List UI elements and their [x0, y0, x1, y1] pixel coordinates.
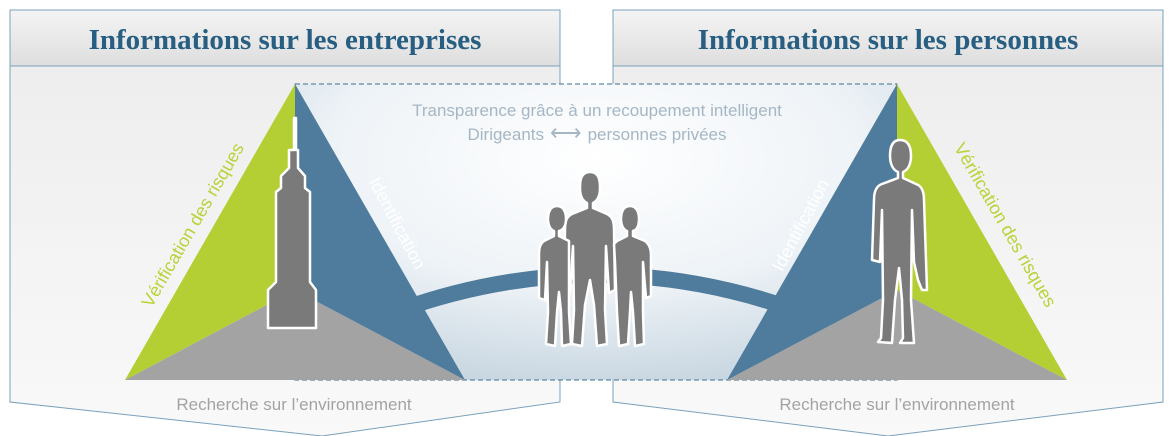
center-line-1: Transparence grâce à un recoupement inte… — [412, 101, 782, 120]
left-blue-face — [295, 84, 465, 380]
left-bottom-label: Recherche sur l’environnement — [176, 395, 412, 414]
right-pyramid — [727, 84, 1067, 380]
right-blue-face — [727, 84, 897, 380]
right-bottom-label: Recherche sur l’environnement — [779, 395, 1015, 414]
left-panel-title: Informations sur les entreprises — [89, 24, 482, 56]
center-line-2-left: Dirigeants — [467, 125, 544, 144]
center-line-2-right: personnes privées — [588, 125, 727, 144]
left-pyramid — [125, 84, 465, 380]
skyscraper-icon — [266, 116, 318, 330]
left-gray-face — [125, 290, 465, 380]
double-arrow-icon: ⟷ — [550, 120, 582, 145]
right-panel-title: Informations sur les personnes — [698, 24, 1079, 56]
people-group-icon — [537, 170, 653, 348]
right-green-face — [897, 84, 1067, 380]
right-gray-face — [727, 290, 1067, 380]
businessman-icon — [870, 138, 929, 345]
left-green-face — [125, 84, 295, 380]
center-line-2: Dirigeants ⟷ personnes privées — [467, 120, 726, 145]
